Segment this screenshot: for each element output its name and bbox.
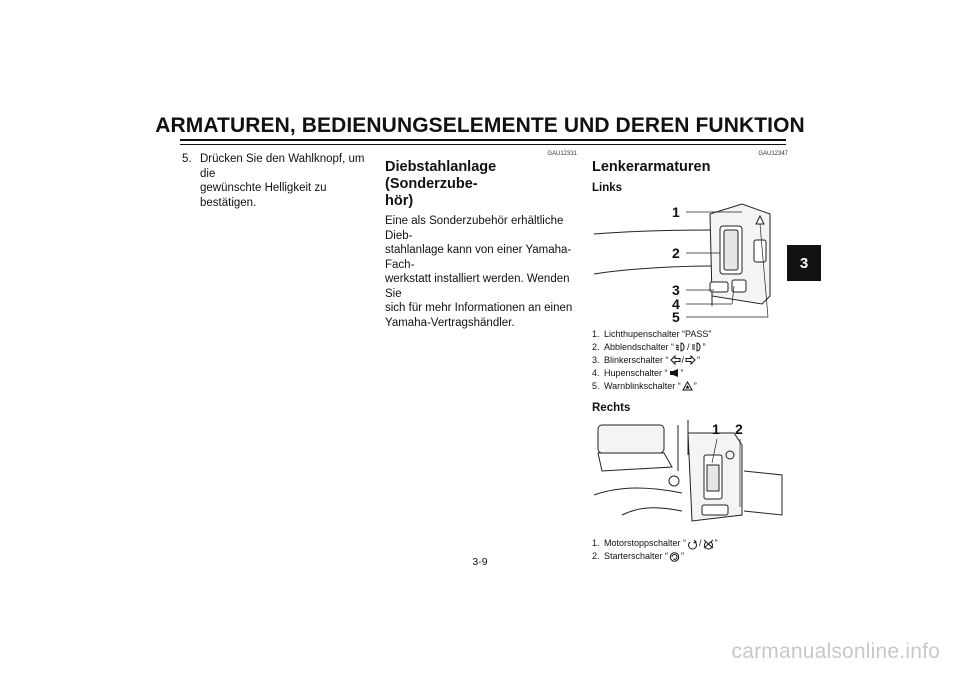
caption-item: 2. Starterschalter “ ” — [592, 550, 788, 563]
high-beam-icon — [691, 342, 701, 352]
callout-label: 1 — [672, 204, 680, 220]
caption-number: 3. — [592, 354, 600, 365]
right-handlebar-illustration: 1 2 — [593, 420, 783, 522]
turn-left-icon — [669, 354, 681, 366]
paragraph-line: werkstatt installiert werden. Wenden Sie — [385, 273, 570, 300]
caption-number: 1. — [592, 328, 600, 339]
engine-stop-icon — [703, 539, 713, 550]
starter-icon — [669, 551, 680, 562]
section-heading: Lenkerarmaturen — [592, 159, 711, 175]
heading-line: hör) — [385, 193, 414, 209]
caption-separator: / — [681, 354, 685, 365]
paragraph-line: Eine als Sonderzubehör erhältliche Dieb- — [385, 215, 564, 242]
caption-item: 2. Abblendschalter “ / ” — [592, 341, 788, 354]
caption-separator: / — [699, 538, 702, 548]
callout-label: 1 — [712, 421, 720, 437]
caption-text: Starterschalter “ — [604, 551, 669, 561]
left-column: 5. Drücken Sie den Wahlknopf, um die gew… — [182, 152, 372, 210]
caption-number: 1. — [592, 538, 600, 548]
caption-text: Lichthupenschalter “PASS” — [604, 328, 712, 339]
caption-text: Hupenschalter “ — [604, 367, 668, 378]
caption-text: Abblendschalter “ — [604, 341, 675, 352]
caption-item: 1. Lichthupenschalter “PASS” — [592, 328, 788, 341]
engine-run-icon — [688, 539, 698, 550]
hazard-icon — [681, 380, 693, 391]
watermark: carmanualsonline.info — [731, 640, 940, 663]
caption-number: 2. — [592, 341, 600, 352]
caption-text: Motorstoppschalter “ — [604, 538, 687, 548]
page-header-title: ARMATUREN, BEDIENUNGSELEMENTE UND DEREN … — [155, 114, 805, 137]
caption-item: 4. Hupenschalter “ ” — [592, 367, 788, 380]
heading-line: Diebstahlanlage (Sonderzube- — [385, 159, 497, 192]
section-paragraph: Eine als Sonderzubehör erhältliche Dieb-… — [385, 214, 577, 330]
item-text-line: gewünschte Helligkeit zu bestätigen. — [200, 182, 327, 209]
caption-item: 5. Warnblinkschalter “ ” — [592, 380, 788, 393]
header-rule — [180, 139, 786, 145]
low-beam-icon — [675, 342, 685, 352]
callout-label: 4 — [672, 296, 680, 312]
caption-text-end: ” — [702, 341, 706, 352]
chapter-tab[interactable]: 3 — [787, 245, 821, 281]
section-heading: Diebstahlanlage (Sonderzube- hör) — [385, 159, 577, 210]
item-text-line: Drücken Sie den Wahlknopf, um die — [200, 153, 365, 180]
callout-label: 3 — [672, 282, 680, 298]
right-column: GAU12347 Lenkerarmaturen Links 1 — [592, 150, 788, 563]
paragraph-line: sich für mehr Informationen an einen — [385, 302, 573, 314]
middle-column: GAU12331 Diebstahlanlage (Sonderzube- hö… — [385, 150, 577, 330]
callout-label: 5 — [672, 309, 680, 325]
caption-text: Warnblinkschalter “ — [604, 380, 681, 391]
caption-list-links: 1. Lichthupenschalter “PASS” 2. Abblends… — [592, 328, 788, 393]
caption-text-end: ” — [693, 380, 697, 391]
paragraph-line: Yamaha-Vertragshändler. — [385, 316, 515, 329]
item-text: Drücken Sie den Wahlknopf, um die gewüns… — [200, 152, 372, 210]
caption-item: 3. Blinkerschalter “ / ” — [592, 354, 788, 367]
caption-text-end: ” — [681, 551, 685, 561]
caption-text: Blinkerschalter “ — [604, 354, 669, 365]
caption-list-rechts: 1. Motorstoppschalter “ / ” 2. Startersc… — [592, 537, 788, 563]
subheading-rechts: Rechts — [592, 401, 631, 414]
left-handlebar-illustration: 1 2 3 4 5 — [593, 202, 771, 325]
caption-text-end: ” — [714, 538, 718, 548]
subheading-links: Links — [592, 182, 623, 194]
paragraph-line: stahlanlage kann von einer Yamaha-Fach- — [385, 244, 572, 271]
caption-number: 2. — [592, 551, 600, 561]
callout-label: 2 — [672, 245, 680, 261]
callout-label: 2 — [735, 421, 743, 437]
list-item: 5. Drücken Sie den Wahlknopf, um die gew… — [182, 152, 372, 210]
horn-icon — [669, 369, 678, 377]
section-code: GAU12331 — [547, 151, 577, 157]
caption-text-end: ” — [697, 354, 701, 365]
caption-text-end: ” — [680, 367, 684, 378]
page-number: 3-9 — [472, 556, 488, 568]
caption-item: 1. Motorstoppschalter “ / ” — [592, 537, 788, 550]
item-number: 5. — [182, 153, 192, 165]
turn-right-icon — [685, 354, 696, 366]
caption-separator: / — [687, 341, 690, 352]
caption-number: 4. — [592, 367, 600, 378]
section-code: GAU12347 — [758, 151, 788, 157]
caption-number: 5. — [592, 380, 600, 391]
